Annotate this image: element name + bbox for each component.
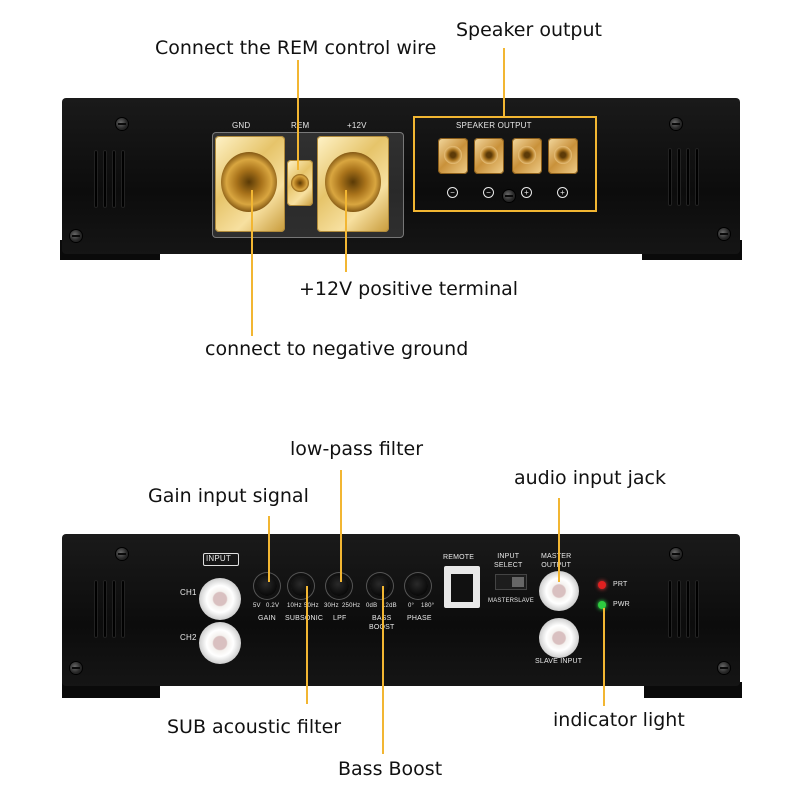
slave-input-jack[interactable] bbox=[539, 618, 579, 658]
leader-line bbox=[268, 516, 270, 582]
leader-line bbox=[251, 190, 253, 336]
speaker-terminal-4 bbox=[548, 138, 578, 174]
vent-slots-right bbox=[668, 580, 699, 638]
vent-slots-left bbox=[94, 580, 125, 638]
phase-min-label: 0° bbox=[408, 603, 415, 609]
minus-symbol: − bbox=[483, 187, 494, 198]
screw bbox=[70, 662, 82, 674]
input-select-switch[interactable] bbox=[495, 574, 527, 590]
input-label: INPUT bbox=[206, 554, 231, 563]
leader-line bbox=[297, 60, 299, 170]
gnd-label: GND bbox=[232, 121, 251, 130]
remote-label: REMOTE bbox=[443, 554, 475, 561]
indicator-light-callout: indicator light bbox=[553, 709, 685, 731]
leader-line bbox=[558, 498, 560, 582]
lpf-knob[interactable] bbox=[329, 576, 349, 596]
lpf-max-label: 250Hz bbox=[342, 603, 361, 609]
input-select-label: INPUT SELECT bbox=[494, 553, 523, 569]
phase-max-label: 180° bbox=[421, 603, 435, 609]
ch1-rca-jack[interactable] bbox=[199, 578, 241, 620]
subsonic-knob[interactable] bbox=[291, 576, 311, 596]
ch1-label: CH1 bbox=[180, 588, 197, 597]
bass-boost-label: BASS BOOST bbox=[369, 614, 395, 632]
plus-symbol: + bbox=[521, 187, 532, 198]
ch2-rca-jack[interactable] bbox=[199, 622, 241, 664]
rem-label: REM bbox=[291, 121, 310, 130]
lpf-min-label: 30Hz bbox=[324, 603, 339, 609]
amp-foot-right bbox=[644, 682, 742, 698]
pwr-label: PWR bbox=[613, 601, 630, 608]
lpf-label: LPF bbox=[333, 615, 347, 622]
plus-symbol: + bbox=[557, 187, 568, 198]
amp-chassis-top bbox=[62, 98, 740, 254]
bass-boost-knob[interactable] bbox=[370, 576, 390, 596]
amp-chassis-bottom bbox=[62, 534, 740, 686]
gain-label: GAIN bbox=[258, 615, 276, 622]
speaker-terminal-3 bbox=[512, 138, 542, 174]
leader-line bbox=[503, 48, 505, 116]
master-label: MASTER bbox=[488, 598, 515, 604]
slave-input-label: SLAVE INPUT bbox=[535, 658, 583, 665]
input-label-box bbox=[203, 553, 239, 566]
pwr-led bbox=[598, 601, 606, 609]
phase-label: PHASE bbox=[407, 615, 432, 622]
v12-label: +12V bbox=[347, 121, 367, 130]
ground-callout: connect to negative ground bbox=[205, 338, 469, 360]
speaker-terminal-2 bbox=[474, 138, 504, 174]
leader-line bbox=[345, 190, 347, 272]
positive-terminal-callout: +12V positive terminal bbox=[299, 278, 519, 300]
leader-line bbox=[340, 470, 342, 582]
bass-boost-callout: Bass Boost bbox=[338, 758, 443, 780]
minus-symbol: − bbox=[447, 187, 458, 198]
master-output-label: MASTER OUTPUT bbox=[541, 553, 572, 569]
subsonic-max-label: 50Hz bbox=[304, 603, 319, 609]
screw bbox=[503, 190, 515, 202]
speaker-terminal-1 bbox=[438, 138, 468, 174]
screw bbox=[116, 548, 128, 560]
phase-knob[interactable] bbox=[408, 576, 428, 596]
screw bbox=[670, 548, 682, 560]
bass-min-label: 0dB bbox=[366, 603, 378, 609]
gain-knob[interactable] bbox=[257, 576, 277, 596]
screw bbox=[70, 230, 82, 242]
gain-callout: Gain input signal bbox=[148, 485, 309, 507]
screw bbox=[670, 118, 682, 130]
speaker-output-highlight-box bbox=[413, 116, 597, 212]
subsonic-label: SUBSONIC bbox=[285, 615, 324, 622]
amp-foot-left bbox=[62, 682, 160, 698]
leader-line bbox=[603, 608, 605, 706]
audio-input-jack-callout: audio input jack bbox=[514, 467, 666, 489]
gain-max-label: 0.2V bbox=[266, 603, 280, 609]
ground-terminal bbox=[215, 136, 285, 232]
subsonic-min-label: 10Hz bbox=[287, 603, 302, 609]
rem-callout: Connect the REM control wire bbox=[155, 37, 437, 59]
vent-slots-right bbox=[668, 148, 699, 206]
screw bbox=[116, 118, 128, 130]
positive-terminal bbox=[317, 136, 389, 232]
slave-label: SLAVE bbox=[514, 598, 534, 604]
screw bbox=[718, 662, 730, 674]
speaker-output-label: SPEAKER OUTPUT bbox=[456, 121, 532, 130]
prt-led bbox=[598, 581, 606, 589]
speaker-output-callout: Speaker output bbox=[456, 19, 602, 41]
screw bbox=[718, 228, 730, 240]
low-pass-filter-callout: low-pass filter bbox=[290, 438, 424, 460]
rem-terminal bbox=[287, 160, 313, 206]
sub-acoustic-filter-callout: SUB acoustic filter bbox=[167, 716, 342, 738]
leader-line bbox=[382, 586, 384, 754]
ch2-label: CH2 bbox=[180, 633, 197, 642]
leader-line bbox=[306, 586, 308, 704]
vent-slots-left bbox=[94, 150, 125, 208]
gain-min-label: 5V bbox=[253, 603, 261, 609]
prt-label: PRT bbox=[613, 581, 628, 588]
remote-port[interactable] bbox=[444, 566, 480, 608]
bass-max-label: 12dB bbox=[382, 603, 397, 609]
